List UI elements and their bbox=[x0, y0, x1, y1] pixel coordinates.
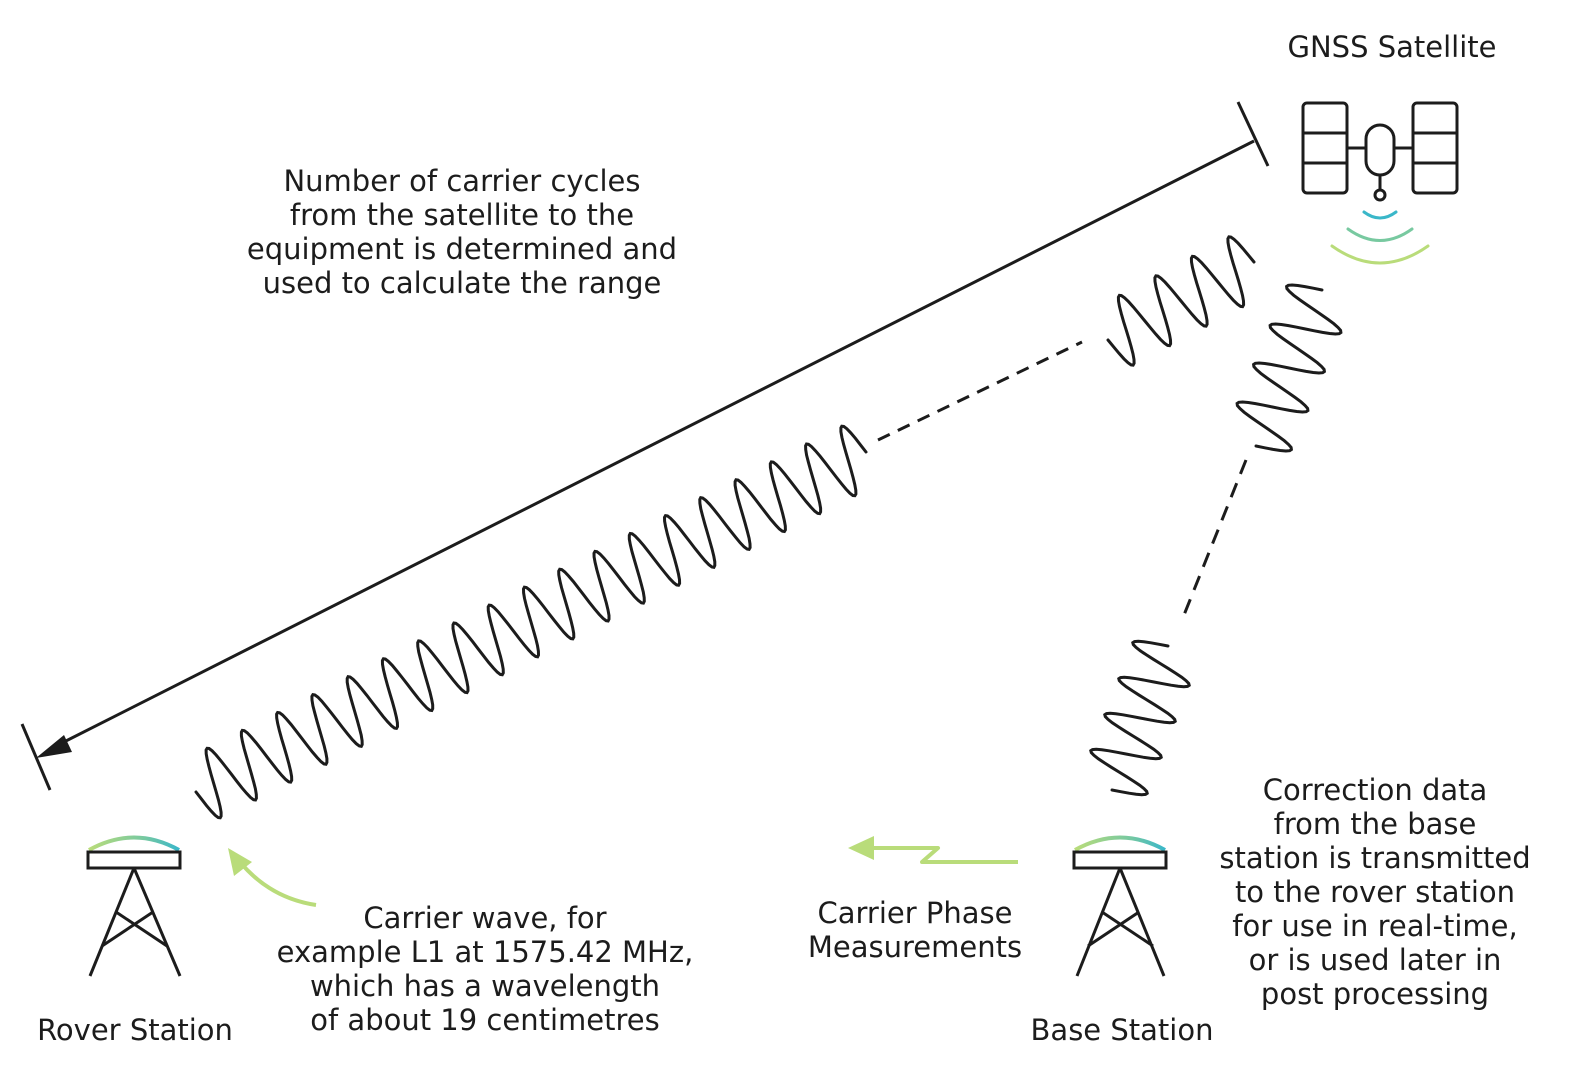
dashed-link-rover bbox=[877, 340, 1083, 442]
carrier-cycles-line: equipment is determined and bbox=[246, 232, 678, 266]
base-station-label: Base Station bbox=[1030, 1013, 1214, 1047]
correction-line: to the rover station bbox=[1234, 875, 1516, 909]
correction-line: post processing bbox=[1260, 977, 1490, 1011]
dashed-link-base bbox=[1180, 459, 1248, 621]
carrier-wave-base-satellite bbox=[1235, 283, 1343, 453]
carrier-wave-mid bbox=[1106, 235, 1256, 367]
carrier-phase-line: Measurements bbox=[807, 930, 1023, 964]
base-antenna-icon bbox=[1072, 835, 1168, 977]
range-arrow-start-tick bbox=[20, 723, 52, 791]
carrier-cycles-line: Number of carrier cycles bbox=[283, 164, 641, 198]
signal-waves-icon bbox=[1330, 210, 1430, 265]
carrier-wave-line: of about 19 centimetres bbox=[310, 1003, 660, 1037]
carrier-phase-text: Carrier Phase Measurements bbox=[790, 896, 1040, 964]
range-arrowhead bbox=[36, 735, 72, 758]
carrier-phase-line: Carrier Phase bbox=[817, 896, 1013, 930]
carrier-wave-callout-arrow bbox=[228, 848, 317, 907]
carrier-cycles-text: Number of carrier cycles from the satell… bbox=[222, 164, 702, 300]
carrier-cycles-line: from the satellite to the bbox=[289, 198, 635, 232]
carrier-wave-rover bbox=[194, 424, 868, 820]
satellite-icon bbox=[1301, 101, 1459, 202]
carrier-wave-text: Carrier wave, for example L1 at 1575.42 … bbox=[250, 901, 720, 1037]
carrier-cycles-line: used to calculate the range bbox=[262, 266, 662, 300]
carrier-wave-base bbox=[1089, 639, 1191, 797]
rover-station-label: Rover Station bbox=[37, 1013, 233, 1047]
range-arrow bbox=[20, 101, 1270, 791]
satellite-label: GNSS Satellite bbox=[1287, 30, 1497, 64]
carrier-wave-line: Carrier wave, for bbox=[363, 901, 607, 935]
carrier-wave-line: example L1 at 1575.42 MHz, bbox=[276, 935, 694, 969]
correction-line: for use in real-time, bbox=[1232, 909, 1518, 943]
correction-line: Correction data bbox=[1262, 773, 1488, 807]
carrier-wave-line: which has a wavelength bbox=[309, 969, 661, 1003]
correction-line: station is transmitted bbox=[1219, 841, 1531, 875]
correction-transmission-arrow bbox=[848, 836, 1018, 864]
range-arrow-end-tick bbox=[1236, 101, 1270, 167]
correction-line: or is used later in bbox=[1248, 943, 1502, 977]
correction-line: from the base bbox=[1273, 807, 1477, 841]
correction-data-text: Correction data from the base station is… bbox=[1196, 773, 1554, 1011]
rover-antenna-icon bbox=[86, 835, 182, 977]
